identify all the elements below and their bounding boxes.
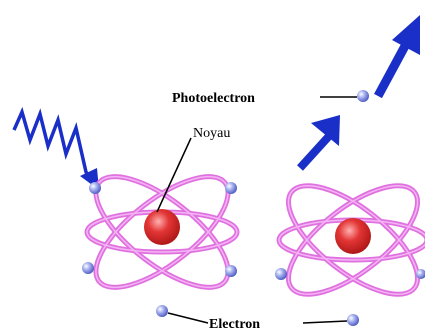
- electron-leader-line-right: [303, 321, 347, 323]
- photoelectron-label: Photoelectron: [172, 91, 255, 106]
- atom-right: [272, 167, 425, 326]
- nucleus: [335, 218, 371, 254]
- zigzag-wave-arrow-icon: [14, 112, 95, 184]
- up-right-arrow-icon: [378, 46, 405, 96]
- electron: [89, 182, 101, 194]
- photoelectron: [357, 90, 369, 102]
- electron: [275, 268, 287, 280]
- incoming-photon-group: [14, 112, 99, 190]
- electron: [225, 182, 237, 194]
- ejection-arrow-large: [378, 15, 420, 96]
- noyau-label: Noyau: [193, 126, 230, 141]
- electron-leader-line-left: [168, 313, 208, 323]
- ejection-arrow-small: [300, 115, 340, 168]
- atom-left: [79, 158, 244, 317]
- electron: [82, 262, 94, 274]
- electron: [225, 265, 237, 277]
- electron-label: Electron: [209, 317, 260, 332]
- nucleus: [144, 209, 180, 245]
- electron: [347, 314, 359, 326]
- electron: [156, 305, 168, 317]
- up-right-arrow-icon: [300, 135, 330, 168]
